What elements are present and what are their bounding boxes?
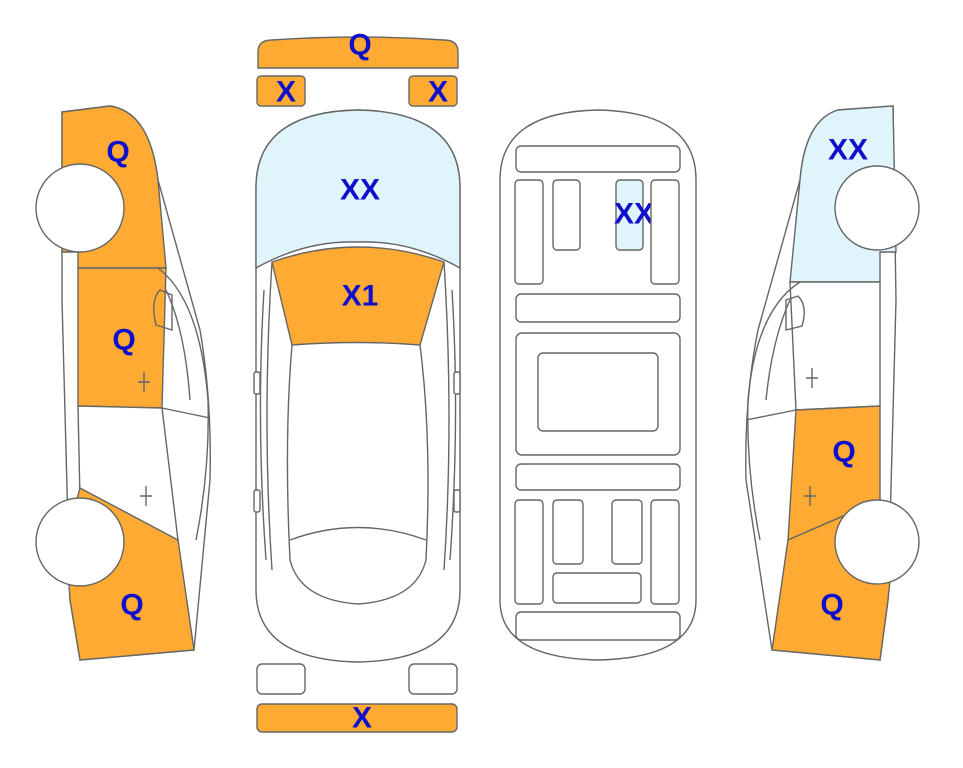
rear-left-door-trim — [514, 499, 544, 605]
left-side-pillar — [161, 407, 211, 419]
trunk-floor — [515, 611, 681, 641]
left-rear-door-handle — [140, 486, 152, 506]
right-front-door-handle — [806, 368, 818, 388]
windshield-label: XX — [340, 174, 380, 207]
right-rear-door-label: Q — [832, 436, 855, 469]
right-front-wheel — [834, 165, 920, 251]
front-bumper-panel[interactable] — [257, 36, 459, 69]
left-front-wheel — [35, 163, 125, 253]
top-view-rear-window — [289, 526, 427, 541]
center-console — [537, 352, 659, 432]
rear-right-seat — [611, 499, 643, 565]
right-headlight-panel[interactable] — [408, 75, 458, 107]
front-left-door-trim — [514, 179, 544, 285]
top-view-right-pillar — [443, 261, 450, 571]
right-rear-quarter-label: Q — [820, 589, 843, 622]
right-headlight-label: X — [428, 76, 448, 109]
front-right-door-trim — [650, 179, 680, 285]
windshield-panel[interactable] — [255, 109, 461, 270]
rear-right-door-trim — [650, 499, 680, 605]
right-side-window-line — [747, 281, 801, 541]
left-front-door-handle — [138, 372, 150, 392]
left-headlight-label: X — [276, 76, 296, 109]
right-front-door-panel[interactable] — [789, 281, 881, 411]
interior-seat-label: XX — [614, 198, 654, 231]
left-side-mirror — [153, 289, 173, 331]
right-front-window-label: XX — [828, 134, 868, 167]
top-view-left-pillar — [266, 261, 273, 571]
left-mirror — [253, 371, 261, 395]
rear-floor-panel — [515, 463, 681, 491]
hood-label: X1 — [342, 280, 379, 313]
front-floor-panel — [515, 293, 681, 323]
front-bumper-label: Q — [348, 29, 371, 62]
top-view-cabin-outline — [286, 344, 429, 605]
right-side-pillar — [745, 409, 797, 421]
rear-bumper-panel[interactable] — [256, 703, 458, 733]
dashboard-panel — [515, 145, 681, 173]
driver-seat — [552, 179, 581, 251]
left-taillight-panel[interactable] — [256, 663, 306, 695]
rear-bumper-label: X — [352, 702, 372, 735]
left-side-roof-line — [165, 289, 191, 401]
top-view-left-inner — [259, 289, 267, 561]
left-headlight-panel[interactable] — [256, 75, 306, 107]
rear-bench — [552, 572, 642, 604]
right-taillight-panel[interactable] — [408, 663, 458, 695]
rear-left-seat — [552, 499, 584, 565]
passenger-seat[interactable] — [615, 179, 644, 251]
right-side-mirror — [785, 295, 805, 331]
left-rear-wheel — [35, 497, 125, 587]
left-side-window-line — [157, 267, 209, 541]
left-front-door-label: Q — [112, 324, 135, 357]
right-rear-wheel — [834, 499, 920, 585]
left-rear-handle — [253, 489, 261, 513]
left-front-fender-label: Q — [106, 136, 129, 169]
top-view-right-inner — [449, 289, 457, 561]
left-rear-quarter-label: Q — [120, 589, 143, 622]
right-rear-door-handle — [804, 486, 816, 506]
right-rear-handle — [453, 489, 461, 513]
right-mirror — [453, 371, 461, 395]
